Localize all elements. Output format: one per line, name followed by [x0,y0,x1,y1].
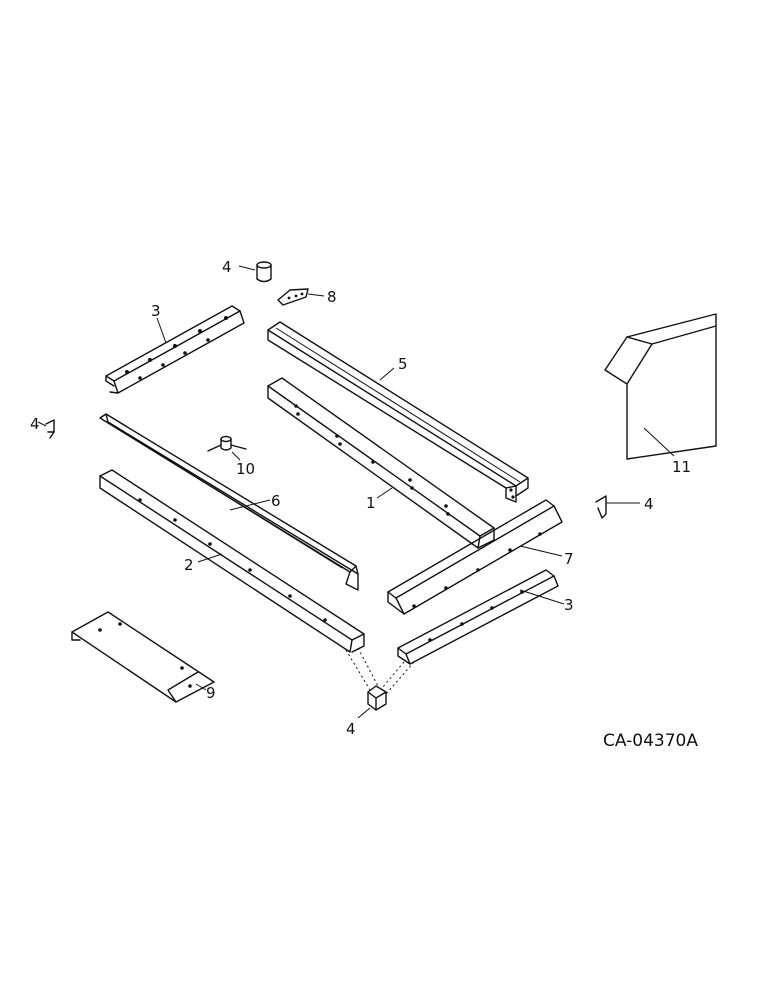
label-11: 11 [672,458,691,476]
label-4-top: 4 [222,258,232,276]
label-6: 6 [271,492,281,510]
part-2-rail [99,469,365,653]
part-3-angle-left [105,305,245,394]
label-7: 7 [564,550,574,568]
label-2: 2 [184,556,194,574]
label-1: 1 [366,494,376,512]
part-4-pin-right [595,495,640,519]
label-3-right: 3 [564,596,574,614]
part-4-pin-left [37,419,55,439]
part-11-shield [604,313,717,460]
label-8: 8 [327,288,337,306]
part-6-angle [99,413,359,591]
label-3-top: 3 [151,302,161,320]
label-10: 10 [236,460,255,478]
part-4-bushing-top [238,261,272,283]
diagram-code: CA-04370A [603,731,698,751]
part-4-corner-cap [345,647,415,719]
label-4-left: 4 [30,415,40,433]
part-8-plate [277,288,325,306]
label-9: 9 [206,684,216,702]
label-4-right: 4 [644,495,654,513]
part-3-angle-right [397,569,565,665]
part-5-channel [267,321,529,503]
label-5: 5 [398,355,408,373]
part-10-clamp [207,435,247,461]
part-7-angle [387,499,563,615]
label-4-bottom: 4 [346,720,356,738]
part-9-plate [71,611,215,703]
part-1-channel [267,377,495,549]
